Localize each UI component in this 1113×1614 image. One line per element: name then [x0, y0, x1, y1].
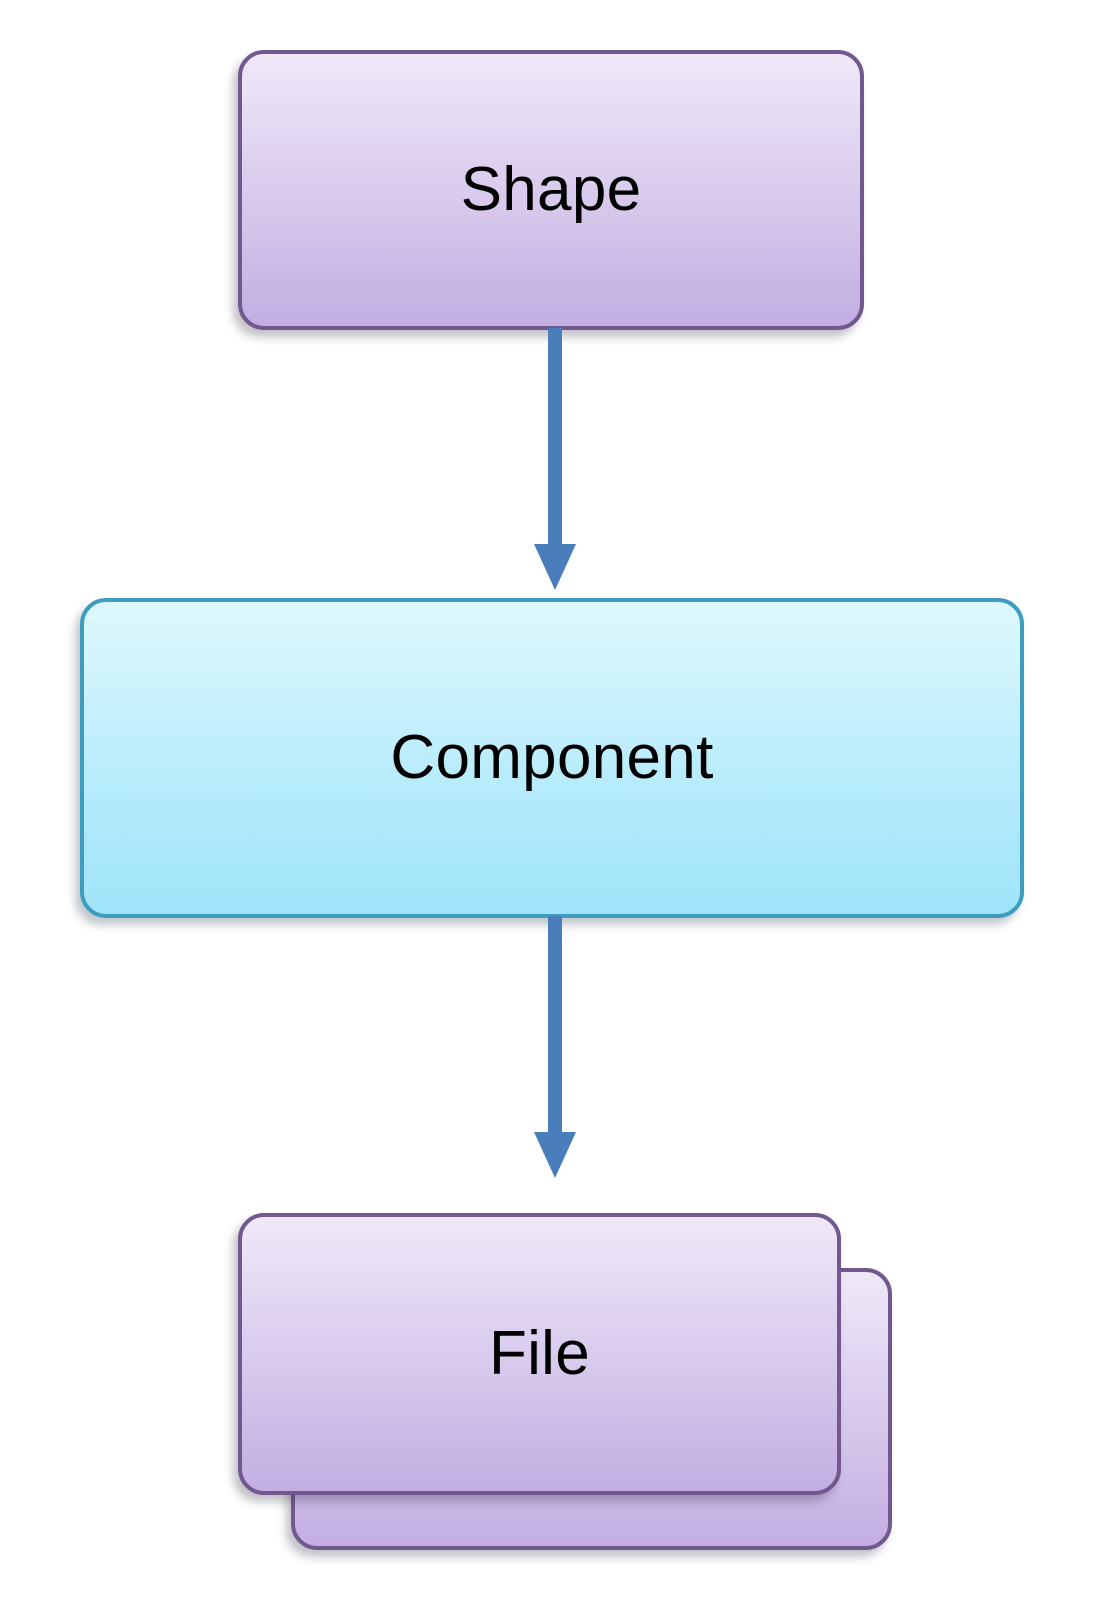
connector-component-to-file — [534, 916, 576, 1178]
node-component-label: Component — [390, 723, 714, 792]
arrow-shaft — [548, 916, 562, 1140]
node-file-label: File — [488, 1319, 591, 1388]
arrowhead-down-icon — [534, 1132, 576, 1178]
node-shape-label: Shape — [460, 155, 642, 224]
arrow-shaft — [548, 328, 562, 552]
arrowhead-down-icon — [534, 544, 576, 590]
connector-shape-to-component — [534, 328, 576, 590]
node-component[interactable]: Component — [80, 598, 1024, 918]
node-file[interactable]: File — [238, 1213, 841, 1495]
node-shape[interactable]: Shape — [238, 50, 864, 330]
